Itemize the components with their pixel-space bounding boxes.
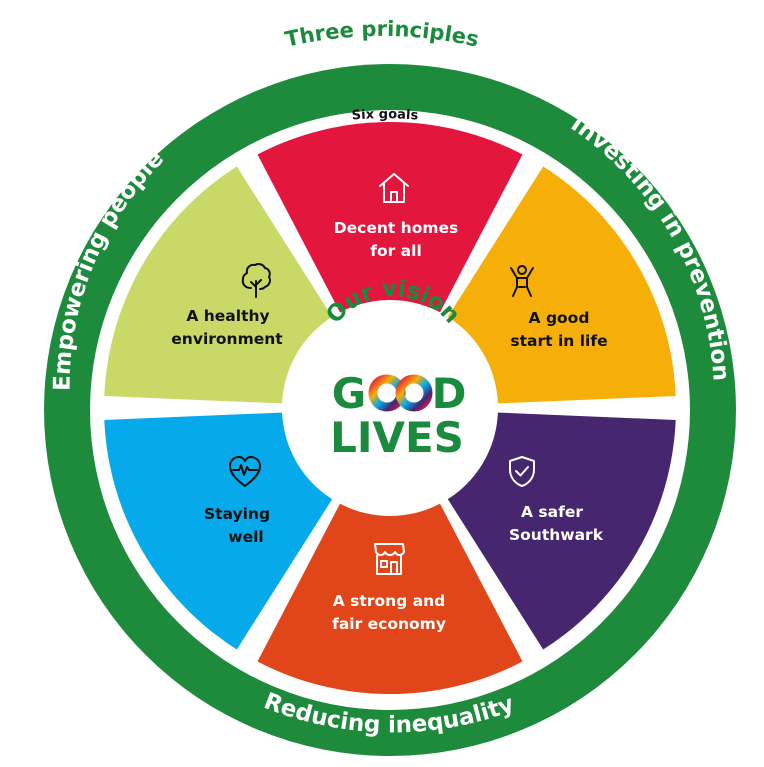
- tree-icon: [241, 263, 271, 298]
- good-rainbow-o-2: [395, 374, 433, 412]
- goal-label-healthy-environment-line1: A healthy: [186, 307, 269, 325]
- house-icon: [379, 173, 409, 203]
- goal-label-decent-homes-line1: Decent homes: [334, 219, 459, 237]
- lives-word: LIVES: [330, 413, 464, 462]
- shopfront-icon: [374, 543, 405, 575]
- child-icon: [510, 265, 534, 297]
- good-letter-d: D: [432, 369, 467, 418]
- goal-label-strong-economy-line1: A strong and: [333, 592, 445, 610]
- goal-label-staying-well-line2: well: [228, 528, 263, 546]
- heartbeat-icon: [229, 456, 261, 487]
- goal-label-healthy-environment-line2: environment: [171, 330, 283, 348]
- goal-label-safer-southwark-line1: A safer: [521, 503, 583, 521]
- goal-label-good-start-line2: start in life: [510, 332, 607, 350]
- three-principles-title: Three principles: [283, 17, 481, 52]
- goal-label-safer-southwark-line2: Southwark: [509, 526, 604, 544]
- shield-check-icon: [509, 456, 535, 487]
- segment-strong-economy: [257, 408, 523, 695]
- six-goals-label: Six goals: [351, 107, 419, 123]
- goal-label-strong-economy-line2: fair economy: [332, 615, 446, 633]
- good-letter-g: G: [332, 369, 366, 418]
- goal-label-decent-homes-line2: for all: [370, 242, 422, 260]
- good-word: G D: [332, 369, 467, 418]
- goal-label-good-start-line1: A good: [529, 309, 590, 327]
- segment-decent-homes: [257, 121, 523, 408]
- goal-label-staying-well-line1: Staying: [204, 505, 270, 523]
